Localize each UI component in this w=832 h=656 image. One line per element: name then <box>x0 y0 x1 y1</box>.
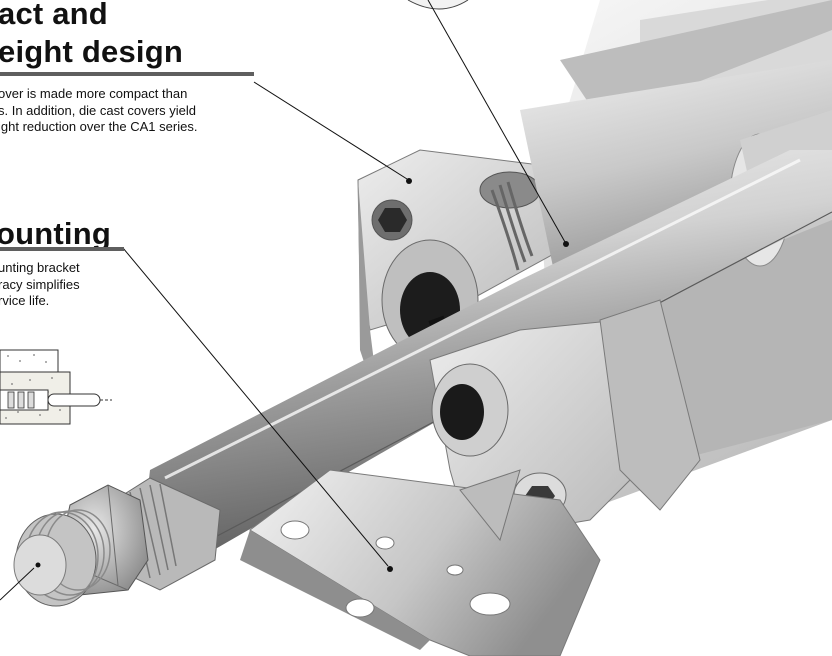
rod-seal-detail-diagram <box>0 349 112 425</box>
compact-description-line: ight reduction over the CA1 series. <box>0 119 198 134</box>
compact-description-line: over is made more compact than <box>0 86 188 101</box>
section-heading-compact-line1: act and <box>0 0 108 31</box>
mounting-description-line: unting bracket <box>0 260 80 275</box>
heading-underline-compact <box>0 72 254 76</box>
callout-dot <box>406 178 412 184</box>
mounting-description-line: racy simplifies <box>0 276 80 292</box>
compact-description-line: s. In addition, die cast covers yield <box>0 102 196 118</box>
mounting-description-line: rvice life. <box>0 293 50 308</box>
section-heading-compact-line2: eight design <box>0 34 183 69</box>
heading-underline-mounting <box>0 247 124 251</box>
compact-description: over is made more compact than s. In add… <box>0 86 197 136</box>
mounting-description: unting bracket racy simplifies rvice lif… <box>0 260 80 310</box>
section-heading-mounting: ounting <box>0 216 112 251</box>
